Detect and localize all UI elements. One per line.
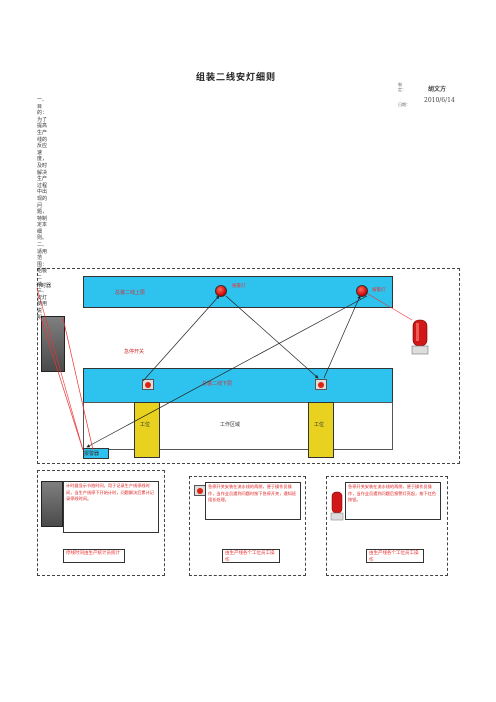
alarm-lamp-1-icon — [215, 285, 227, 297]
bottom-line-label: 总装二线下层 — [202, 381, 233, 387]
legend-counter-icon — [41, 481, 63, 527]
legend-desc-1: 计时器显示节拍时间，用于记录生产线停线时间，当生产线停下开始计时，问题解决后累计… — [66, 483, 154, 501]
alarm-box — [83, 448, 109, 459]
bottom-line-bar — [83, 368, 393, 404]
legend-desc-1-box: 计时器显示节拍时间，用于记录生产线停线时间，当生产线停下开始计时，问题解决后累计… — [63, 481, 159, 533]
legend-note-2: 由生产线各个工位员工操作 — [225, 551, 275, 563]
station-2 — [308, 402, 334, 458]
page-title: 组装二线安灯细则 — [196, 73, 277, 83]
author: 胡文方 — [428, 86, 447, 93]
legend-note-1-box: 停线时间由生产统计员统计 — [63, 549, 125, 563]
alarm-box-label: 报警器 — [84, 451, 100, 457]
legend-desc-2-box: 急停开关安装在流水线的两侧，便于操作员操作，当作业员遇到问题时按下急停开关，通知… — [205, 482, 301, 520]
legend-note-3: 由生产线各个工位员工操作 — [369, 551, 419, 563]
date-label: 日期： — [398, 102, 410, 107]
date: 2010/6/14 — [424, 97, 455, 104]
alarm-lamp-2-icon — [356, 285, 368, 297]
legend-box-1 — [37, 470, 165, 576]
counter-label: 计时器 — [36, 283, 52, 289]
legend-box-3 — [326, 476, 448, 576]
legend-note-3-box: 由生产线各个工位员工操作 — [366, 549, 424, 563]
lamp-label-1: 报警灯 — [232, 284, 246, 289]
top-line-label: 总装二线上层 — [115, 290, 146, 296]
station-1 — [134, 402, 160, 458]
station-label-2: 工作区域 — [220, 422, 241, 428]
top-line-bar — [83, 276, 393, 308]
beacon-light-icon — [410, 318, 430, 358]
emergency-stop-2-icon — [315, 379, 327, 390]
diagram-frame — [37, 268, 460, 464]
legend-beacon-icon — [330, 491, 344, 523]
station-label-3: 工位 — [314, 422, 325, 428]
station-label-1: 工位 — [140, 422, 151, 428]
legend-note-1: 停线时间由生产统计员统计 — [66, 551, 120, 556]
switch-label: 急停开关 — [124, 349, 145, 355]
lamp-label-2: 报警灯 — [372, 288, 386, 293]
side-instructions: 一、目的：为了提高生产线的反应速度，及时解决生产过程中出现的问题，特制定本细则。… — [37, 97, 48, 321]
legend-desc-3-box: 急停开关安装在流水线的两侧，便于操作员操作，当作业员遇到问题后报警灯亮起，按下红… — [345, 482, 441, 520]
author-label: 制定： — [398, 82, 406, 92]
legend-desc-2: 急停开关安装在流水线的两侧，便于操作员操作，当作业员遇到问题时按下急停开关，通知… — [208, 484, 296, 502]
legend-note-2-box: 由生产线各个工位员工操作 — [222, 549, 280, 563]
legend-desc-3: 急停开关安装在流水线的两侧，便于操作员操作，当作业员遇到问题后报警灯亮起，按下红… — [348, 484, 436, 502]
emergency-stop-1-icon — [142, 379, 154, 390]
legend-box-2 — [189, 476, 306, 576]
